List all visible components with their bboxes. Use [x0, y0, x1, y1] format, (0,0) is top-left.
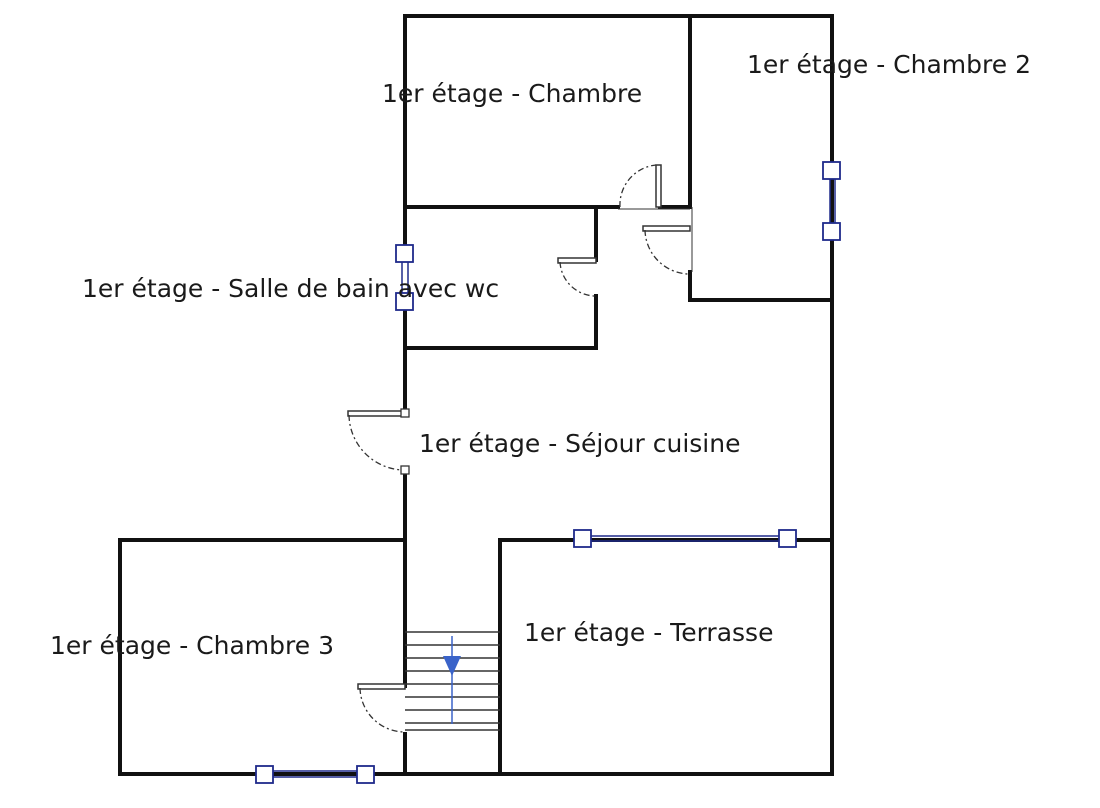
door-leaf — [642, 225, 691, 232]
room-label-terrasse: 1er étage - Terrasse — [524, 618, 774, 647]
doors — [347, 164, 693, 774]
window-handle — [822, 161, 841, 180]
window-handle — [822, 222, 841, 241]
window-handle — [778, 529, 797, 548]
door-swing — [644, 229, 689, 275]
door-leaf — [655, 164, 662, 208]
window-handle — [395, 292, 414, 311]
door-leaf — [357, 683, 406, 690]
door-swing — [619, 164, 657, 208]
window-handle — [255, 765, 274, 784]
room-label-chambre-2: 1er étage - Chambre 2 — [747, 50, 1031, 79]
walls — [118, 14, 834, 776]
windows — [255, 161, 841, 784]
door-swing — [359, 687, 405, 733]
door-swing — [348, 414, 404, 471]
room-label-sejour-cuisine: 1er étage - Séjour cuisine — [419, 429, 741, 458]
room-label-chambre: 1er étage - Chambre — [382, 79, 643, 108]
stair-arrow — [443, 636, 461, 724]
window-handle — [356, 765, 375, 784]
room-label-salle-de-bain: 1er étage - Salle de bain avec wc — [82, 274, 500, 303]
window-handle — [573, 529, 592, 548]
door-swing — [559, 261, 596, 297]
down-arrow-icon — [443, 656, 461, 676]
room-label-chambre-3: 1er étage - Chambre 3 — [50, 631, 334, 660]
window-handle — [395, 244, 414, 263]
door-leaf — [347, 410, 406, 417]
door-leaf — [557, 257, 597, 264]
